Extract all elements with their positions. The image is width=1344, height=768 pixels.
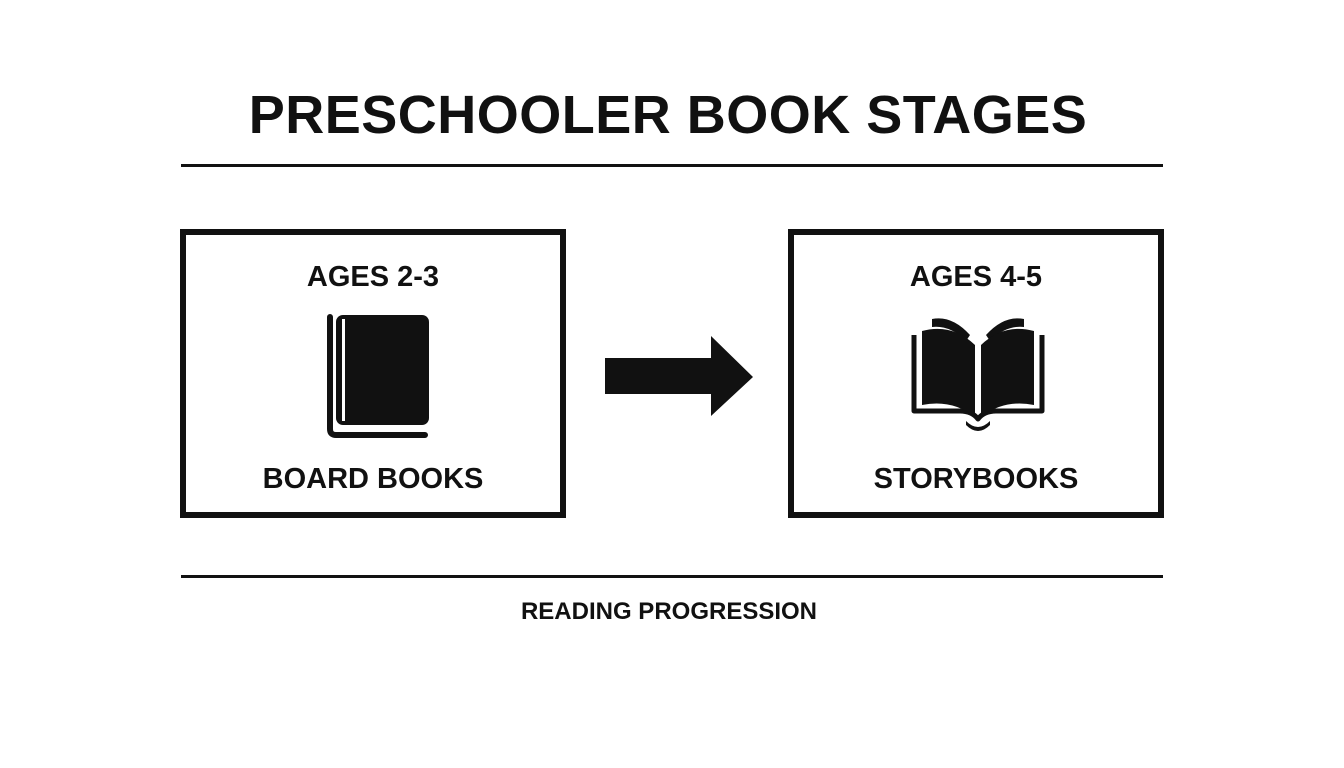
stage-box-ages-2-3: AGES 2-3 BOARD BOOKS [180,229,566,518]
open-book-icon [911,318,1045,431]
stage-book-label: BOARD BOOKS [262,463,484,495]
top-divider [181,164,1163,167]
closed-book-icon [327,314,429,438]
stage-age-label: AGES 4-5 [909,261,1043,293]
footer-caption: READING PROGRESSION [520,598,818,625]
page-title: PRESCHOOLER BOOK STAGES [248,85,1088,145]
stage-box-ages-4-5: AGES 4-5 STORYBOOKS [788,229,1164,518]
stage-age-label: AGES 2-3 [306,261,440,293]
right-arrow-icon [605,336,753,416]
bottom-divider [181,575,1163,578]
stage-book-label: STORYBOOKS [873,463,1079,495]
